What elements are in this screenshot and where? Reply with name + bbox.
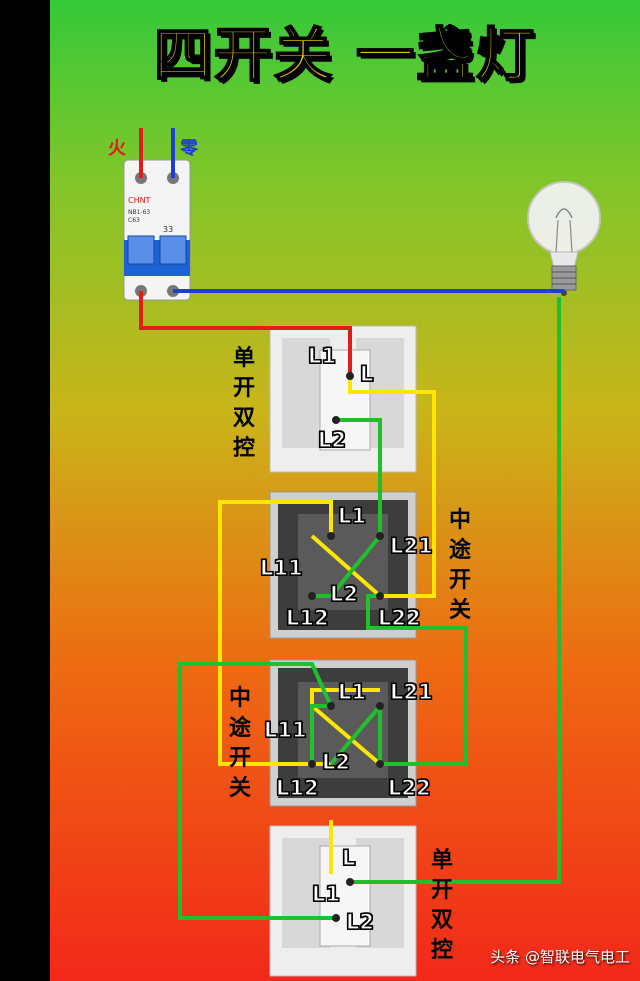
switch-2-terminal-l11: L11 bbox=[259, 555, 303, 580]
switch-2-terminal-l1: L1 bbox=[337, 503, 366, 528]
live-to-switch1-wire bbox=[139, 291, 352, 376]
left-letterbox bbox=[0, 0, 50, 981]
switch-4-terminal-l1: L1 bbox=[311, 881, 340, 906]
switch-2-terminal-l22: L22 bbox=[377, 605, 421, 630]
traveler-yellow-cross-3 bbox=[310, 704, 382, 766]
switch-4-terminal-l2: L2 bbox=[345, 909, 374, 934]
breaker-model: NB1-63 bbox=[128, 209, 150, 216]
circuit-breaker: CHNT NB1-63 C63 33 bbox=[123, 159, 191, 301]
diagram-title: 四开关 一盏灯 bbox=[153, 20, 537, 90]
traveler-yellow-cross-2 bbox=[310, 534, 382, 598]
switch-4-terminal-l: L bbox=[341, 845, 356, 870]
switch-3-terminal-l22: L22 bbox=[387, 775, 431, 800]
traveler-green-2 bbox=[329, 594, 468, 766]
traveler-yellow-2 bbox=[218, 500, 333, 766]
breaker-mark: 33 bbox=[163, 225, 173, 234]
breaker-rating: C63 bbox=[128, 217, 140, 224]
switch-4-plate bbox=[269, 825, 417, 977]
switch-2-plate bbox=[269, 491, 417, 639]
switch-3-terminal-l21: L21 bbox=[389, 679, 433, 704]
breaker-brand: CHNT bbox=[128, 196, 151, 205]
wiring-diagram: CHNT NB1-63 C63 33 bbox=[123, 128, 601, 977]
switch-1-side-label: 单开双控 bbox=[232, 346, 255, 461]
diagram-canvas: 四开关 一盏灯 CHNT NB1-63 C63 33 bbox=[50, 0, 640, 981]
switch-3-terminal-l11: L11 bbox=[263, 717, 307, 742]
switch-2-terminal-l21: L21 bbox=[389, 533, 433, 558]
lamp-return-wire bbox=[350, 297, 561, 884]
switch-3-terminal-l12: L12 bbox=[275, 775, 319, 800]
switch-3-terminal-l1: L1 bbox=[337, 679, 366, 704]
switch-2-terminal-l2: L2 bbox=[329, 581, 358, 606]
live-label: 火 bbox=[108, 138, 126, 159]
neutral-label: 零 bbox=[180, 138, 198, 159]
traveler-yellow-1 bbox=[348, 376, 436, 598]
watermark: 头条 @智联电气电工 bbox=[490, 948, 630, 966]
switch-2-terminal-l12: L12 bbox=[285, 605, 329, 630]
switch-3-terminal-l2: L2 bbox=[321, 749, 350, 774]
switch-2-side-label: 中途开关 bbox=[448, 508, 471, 623]
switch-1-terminal-l1: L1 bbox=[307, 343, 336, 368]
switch-4-side-label: 单开双控 bbox=[430, 848, 453, 963]
traveler-yellow-3 bbox=[310, 688, 380, 706]
traveler-green-3 bbox=[178, 662, 336, 920]
light-bulb bbox=[527, 181, 601, 296]
switch-1-terminal-l2: L2 bbox=[317, 427, 346, 452]
switch-3-side-label: 中途开关 bbox=[228, 686, 251, 801]
terminals bbox=[308, 372, 384, 922]
switch-1-terminal-l: L bbox=[359, 361, 374, 386]
